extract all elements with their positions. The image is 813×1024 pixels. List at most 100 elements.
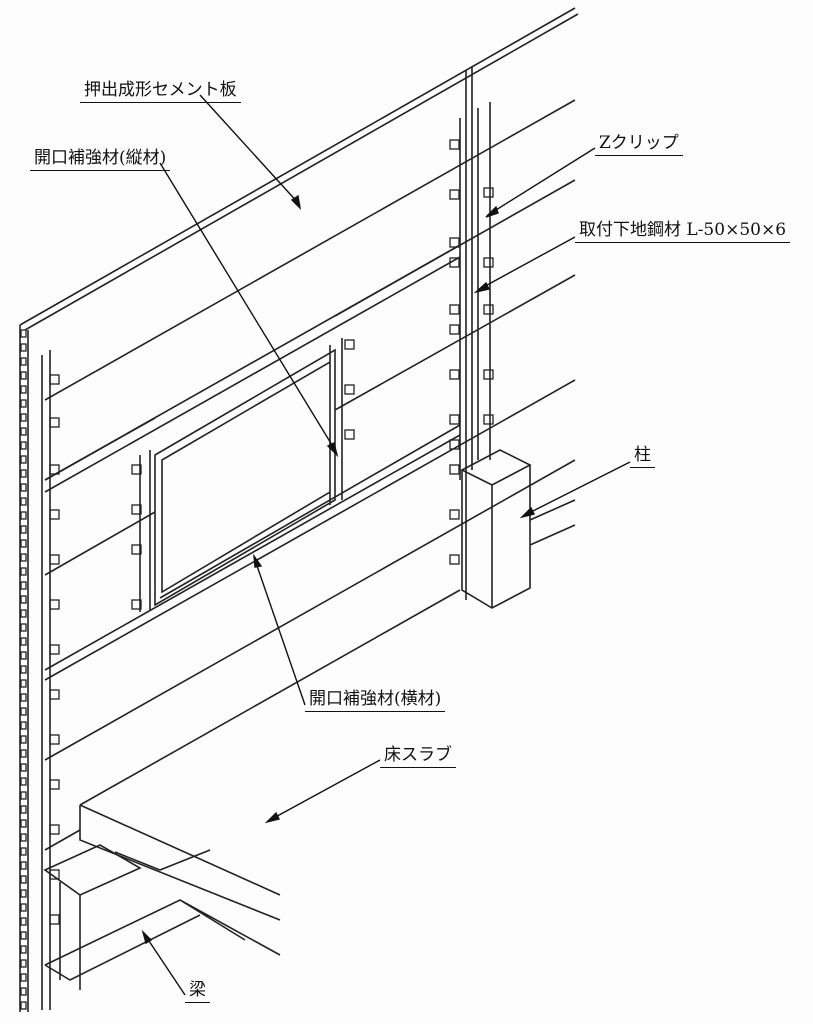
panel-edge-hole [20, 385, 27, 394]
panel-edge-hole [20, 651, 27, 660]
panel-edge-hole [20, 595, 27, 604]
z-clip [49, 464, 60, 475]
panel-edge-hole [20, 987, 27, 996]
z-clip [49, 554, 60, 565]
panel-edge-hole [20, 455, 27, 464]
z-clip [49, 599, 60, 610]
label-steel-angle: 取付下地鋼材 L-50×50×6 [575, 215, 791, 243]
panel-edge-hole [20, 567, 27, 576]
z-clip [483, 304, 494, 315]
left-steel-angle [41, 350, 51, 1010]
z-clip [49, 689, 60, 700]
panel-edge-hole [20, 525, 27, 534]
z-clip [49, 417, 60, 428]
z-clip [449, 324, 460, 335]
z-clip [344, 384, 355, 395]
z-clip [131, 464, 142, 475]
z-clip [131, 599, 142, 610]
panel-edge-hole [20, 665, 27, 674]
panel-right-joint [465, 66, 473, 600]
opening-frame [44, 244, 461, 671]
z-clip [49, 644, 60, 655]
panel-edge-hole [20, 469, 27, 478]
z-clip [49, 734, 60, 745]
column [460, 449, 532, 609]
panel-edge-hole [20, 581, 27, 590]
floor-slab [79, 589, 461, 921]
z-clip [449, 554, 460, 565]
panel-edge-hole [20, 931, 27, 940]
z-clip [49, 869, 60, 880]
panel-edge-hole [20, 413, 27, 422]
panel-edge-hole [20, 637, 27, 646]
panel-edge-hole [20, 357, 27, 366]
z-clips [20, 139, 494, 1010]
panel-edge-hole [20, 623, 27, 632]
z-clip [449, 509, 460, 520]
panel-top-edge [19, 7, 579, 1012]
z-clip [344, 339, 355, 350]
z-clip [483, 257, 494, 268]
panel-edge-hole [20, 847, 27, 856]
panel-edge-hole [20, 707, 27, 716]
panel-edge-hole [20, 721, 27, 730]
panel-edge-hole [20, 861, 27, 870]
panel-edge-hole [20, 511, 27, 520]
panel-edge-hole [20, 1001, 27, 1010]
panel-edge-hole [20, 497, 27, 506]
panel-edge-hole [20, 945, 27, 954]
panel-edge-hole [20, 483, 27, 492]
z-clip [131, 544, 142, 555]
panel-edge-hole [20, 777, 27, 786]
z-clip [449, 414, 460, 425]
label-beam: 梁 [185, 975, 210, 1003]
z-clip [344, 429, 355, 440]
z-clip [449, 189, 460, 200]
z-clip [483, 369, 494, 380]
leader-lines [141, 94, 631, 996]
z-clip [131, 504, 142, 515]
z-clip [49, 824, 60, 835]
z-clip [449, 257, 460, 268]
panel-edge-hole [20, 371, 27, 380]
z-clip [49, 779, 60, 790]
panel-edge-hole [20, 539, 27, 548]
panel-edge-hole [20, 805, 27, 814]
label-extruded-cement-panel: 押出成形セメント板 [80, 75, 241, 103]
panel-edge-hole [20, 875, 27, 884]
panel-edge-hole [20, 791, 27, 800]
panel-edge-hole [20, 749, 27, 758]
label-floor-slab: 床スラブ [380, 740, 456, 768]
panel-edge-hole [20, 427, 27, 436]
z-clip [449, 369, 460, 380]
panel-edge-hole [20, 903, 27, 912]
z-clip [449, 139, 460, 150]
panel-edge-hole [20, 763, 27, 772]
panel-edge-hole [20, 343, 27, 352]
label-opening-horizontal-reinforcement: 開口補強材(横材) [305, 684, 446, 712]
panel-edge-hole [20, 609, 27, 618]
z-clip [483, 414, 494, 425]
label-z-clip: Zクリップ [595, 128, 683, 156]
z-clip [49, 509, 60, 520]
panel-edge-hole [20, 679, 27, 688]
panel-edge-hole [20, 693, 27, 702]
z-clip [483, 187, 494, 198]
right-steel-angle [459, 102, 491, 480]
z-clip [449, 237, 460, 248]
panel-edge-hole [20, 959, 27, 968]
panel-edge-hole [20, 889, 27, 898]
panel-edge-hole [20, 735, 27, 744]
label-opening-vertical-reinforcement: 開口補強材(縦材) [30, 143, 171, 171]
panel-edge-hole [20, 819, 27, 828]
z-clip [49, 374, 60, 385]
panel-edge-hole [20, 973, 27, 982]
panel-edge-hole [20, 329, 27, 338]
z-clip [49, 914, 60, 925]
z-clip [449, 464, 460, 475]
beam [43, 844, 281, 990]
panel-edge-hole [20, 553, 27, 562]
panel-edge-hole [20, 399, 27, 408]
